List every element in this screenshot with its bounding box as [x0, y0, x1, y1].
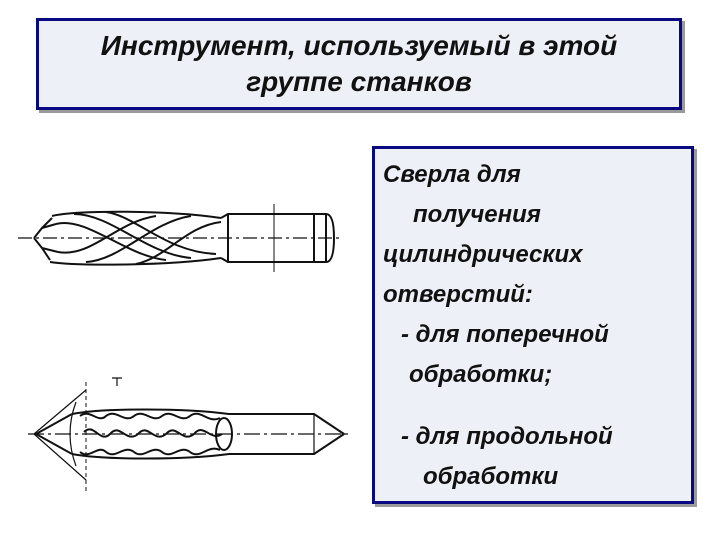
description-line-2: получения — [413, 201, 541, 228]
description-line-3: цилиндрических — [383, 241, 583, 268]
title-line-1: Инструмент, используемый в этой — [100, 30, 618, 61]
description-line-1: Сверла для — [383, 161, 521, 188]
description-line-8: обработки — [423, 463, 559, 490]
description-box: Сверла для получения цилиндрических отве… — [372, 146, 694, 504]
twist-drill-icon — [28, 377, 350, 492]
drill-cylindrical-shank-icon — [18, 204, 341, 272]
title-line-2: группе станков — [246, 66, 472, 97]
title-box: Инструмент, используемый в этой группе с… — [36, 18, 682, 110]
description-line-5: - для поперечной — [401, 321, 609, 348]
description-line-6: обработки; — [409, 361, 553, 388]
description-line-4: отверстий: — [383, 281, 533, 308]
description-line-7: - для продольной — [401, 423, 613, 450]
